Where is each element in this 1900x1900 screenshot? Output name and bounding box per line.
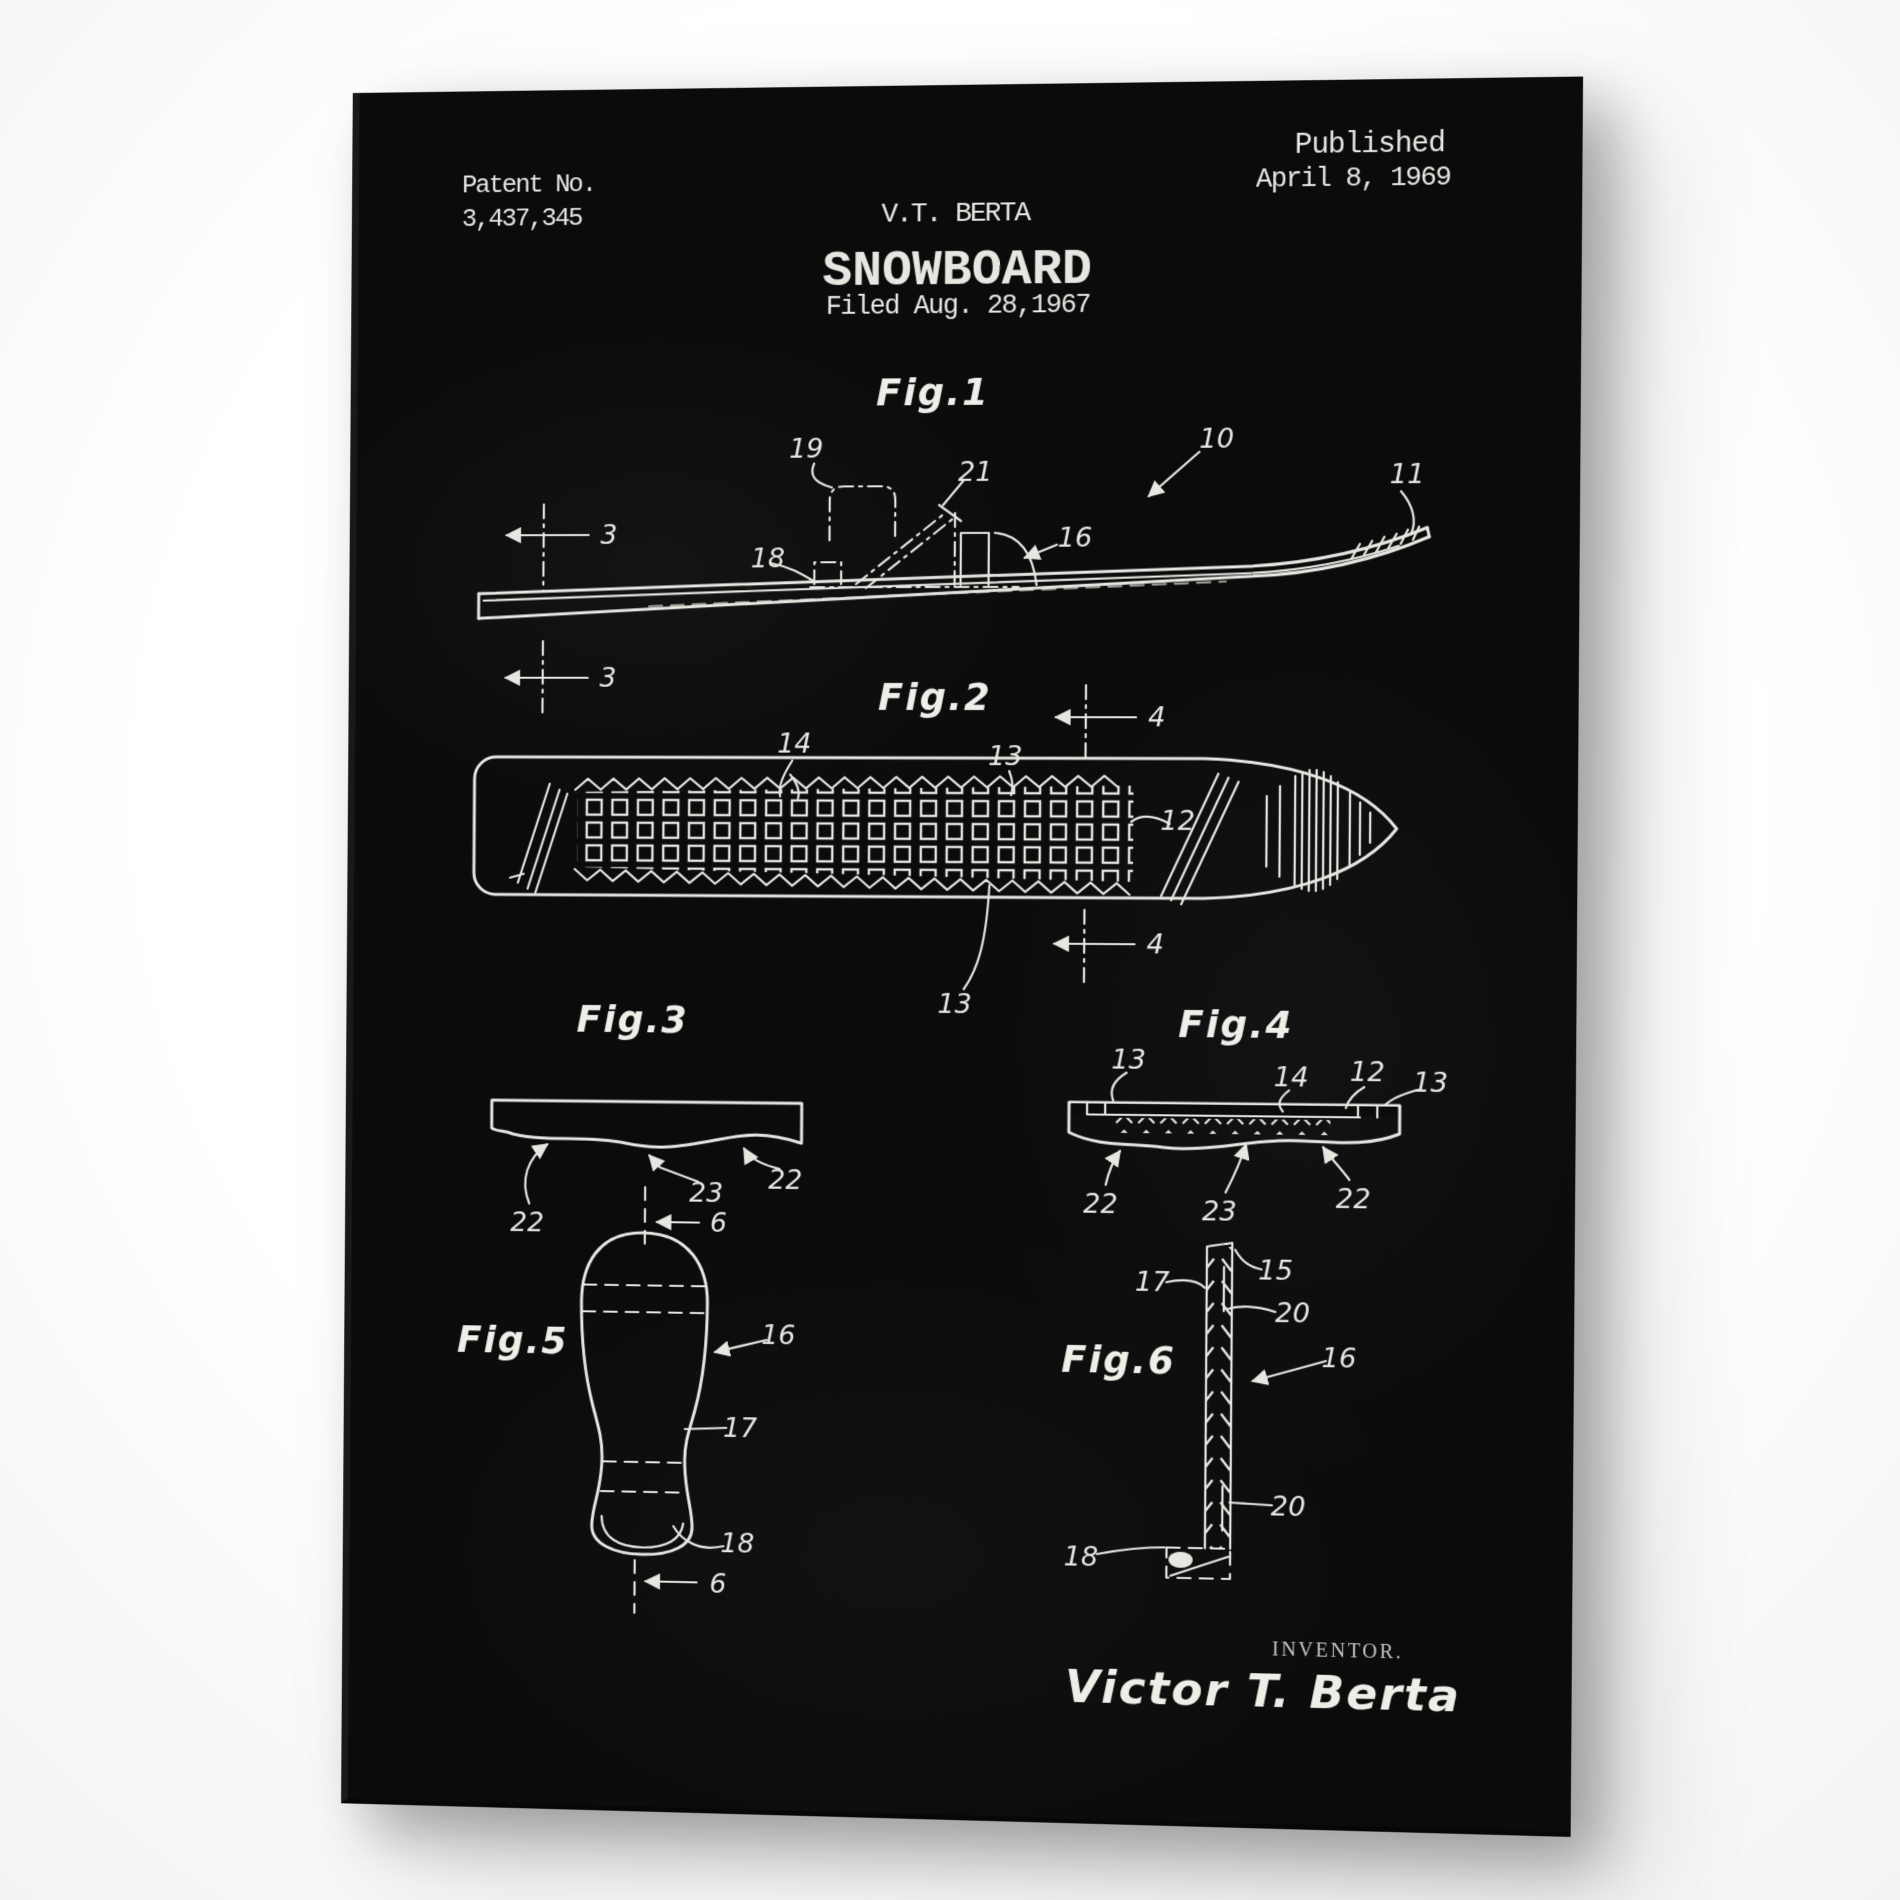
fig1-ref-11: 11	[1390, 459, 1425, 491]
fig4-ref-22-right: 22	[1336, 1184, 1371, 1216]
fig3-ref-23: 23	[689, 1178, 723, 1209]
fig3-ref-6: 6	[710, 1208, 727, 1239]
fig4-ref-13-right: 13	[1413, 1067, 1448, 1099]
fig4-drawing: Fig.4 13 14 12 13 22 23 22	[1068, 1002, 1448, 1231]
fig5-ref-18: 18	[720, 1528, 754, 1560]
fig4-label: Fig.4	[1178, 1003, 1294, 1048]
fig6-label: Fig.6	[1061, 1337, 1176, 1382]
fig1-ref-19: 19	[789, 433, 823, 464]
fig5-ref-17: 17	[723, 1413, 757, 1445]
fig2-ref-4-top: 4	[1148, 702, 1166, 733]
fig1-label: Fig.1	[876, 370, 990, 414]
fig2-ref-4-bottom: 4	[1146, 929, 1164, 961]
fig1-ref-18: 18	[751, 543, 785, 574]
fig4-ref-23: 23	[1202, 1196, 1237, 1228]
fig6-drawing: Fig.6 17 15 20 16 20 18	[1060, 1241, 1358, 1582]
fig6-ref-18: 18	[1064, 1541, 1099, 1573]
fig4-ref-12: 12	[1350, 1057, 1385, 1089]
fig6-ref-17: 17	[1135, 1266, 1170, 1298]
fig4-ref-14: 14	[1274, 1062, 1309, 1094]
fig1-ref-3-bottom: 3	[599, 663, 616, 694]
fig6-ref-15: 15	[1258, 1255, 1293, 1287]
fig1-ref-10: 10	[1199, 423, 1234, 455]
fig5-ref-16: 16	[761, 1320, 795, 1352]
fig3-drawing: Fig.3 22 23 22 6	[491, 997, 804, 1249]
fig6-ref-20-bottom: 20	[1271, 1491, 1306, 1523]
fig2-ref-14: 14	[777, 728, 811, 759]
fig5-label: Fig.5	[457, 1318, 569, 1363]
fig1-ref-16: 16	[1058, 522, 1093, 553]
fig1-ref-3-top: 3	[600, 520, 617, 551]
fig5-drawing: Fig.5 16 17 18 6	[455, 1230, 796, 1616]
fig6-ref-20-top: 20	[1275, 1298, 1310, 1330]
fig1-drawing: Fig.1	[478, 368, 1431, 716]
patent-poster: Patent No. 3,437,345 Published April 8, …	[341, 77, 1583, 1837]
fig1-ref-21: 21	[958, 457, 993, 488]
fig4-ref-13-left: 13	[1111, 1044, 1146, 1076]
fig3-label: Fig.3	[576, 998, 689, 1042]
fig2-ref-12: 12	[1160, 806, 1195, 838]
fig6-ref-16: 16	[1321, 1343, 1356, 1375]
fig2-drawing: Fig.2	[473, 675, 1398, 1023]
fig2-ref-13-top: 13	[988, 741, 1023, 772]
inventor-caption: INVENTOR.	[1271, 1638, 1404, 1664]
patent-drawings: Fig.1	[348, 77, 1583, 1832]
inventor-signature: Victor T. Berta	[1064, 1659, 1462, 1723]
fig2-label: Fig.2	[878, 676, 992, 719]
fig3-ref-22-right: 22	[768, 1165, 802, 1197]
fig2-ref-13-bottom: 13	[937, 989, 971, 1021]
fig4-ref-22-left: 22	[1083, 1188, 1118, 1220]
fig5-ref-6: 6	[709, 1569, 726, 1600]
fig3-ref-22-left: 22	[510, 1207, 544, 1238]
